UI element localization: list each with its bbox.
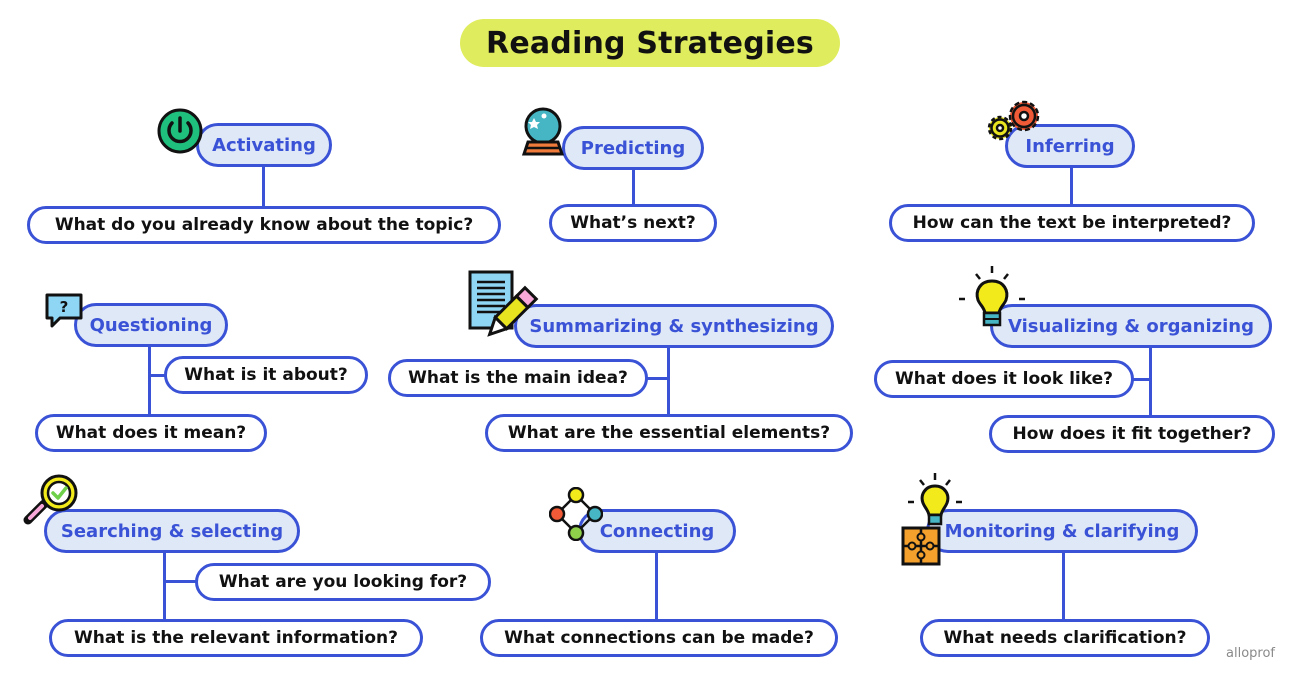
- strategy-questioning: Questioning: [74, 303, 228, 347]
- question-questioning-1: What is it about?: [164, 356, 368, 394]
- connector-line: [1131, 378, 1151, 381]
- question-summarizing-2: What are the essential elements?: [485, 414, 853, 452]
- connector-line: [148, 344, 151, 414]
- strategy-visualizing: Visualizing & organizing: [990, 304, 1272, 348]
- connector-line: [667, 345, 670, 415]
- question-searching-2: What is the relevant information?: [49, 619, 423, 657]
- connector-line: [163, 551, 166, 621]
- question-monitoring-1: What needs clarification?: [920, 619, 1210, 657]
- question-visualizing-2: How does it fit together?: [989, 415, 1275, 453]
- gears-icon: [987, 100, 1040, 141]
- connector-line: [1149, 345, 1152, 417]
- strategy-monitoring: Monitoring & clarifying: [926, 509, 1198, 553]
- connector-line: [165, 580, 197, 583]
- question-bubble-icon: ?: [45, 293, 83, 328]
- connector-line: [646, 377, 668, 380]
- connector-line: [262, 166, 265, 208]
- strategy-inferring: Inferring: [1005, 124, 1135, 168]
- question-connecting-1: What connections can be made?: [480, 619, 838, 657]
- strategy-connecting: Connecting: [578, 509, 736, 553]
- connector-line: [1062, 551, 1065, 621]
- connector-line: [655, 551, 658, 621]
- question-activating-1: What do you already know about the topic…: [27, 206, 501, 244]
- document-pencil-icon: [468, 270, 539, 337]
- connector-line: [632, 168, 635, 206]
- strategy-predicting: Predicting: [562, 126, 704, 170]
- question-visualizing-1: What does it look like?: [874, 360, 1134, 398]
- question-questioning-2: What does it mean?: [35, 414, 267, 452]
- strategy-summarizing: Summarizing & synthesizing: [514, 304, 834, 348]
- svg-text:?: ?: [60, 298, 69, 316]
- crystal-ball-icon: [521, 107, 565, 156]
- question-predicting-1: What’s next?: [549, 204, 717, 242]
- lightbulb-icon: [959, 266, 1025, 327]
- brand-logo: alloprof: [1226, 646, 1275, 661]
- question-summarizing-1: What is the main idea?: [388, 359, 648, 397]
- connected-nodes-icon: [549, 487, 603, 541]
- power-icon: [157, 108, 203, 154]
- lightbulb-puzzle-icon: [901, 473, 962, 566]
- question-searching-1: What are you looking for?: [195, 563, 491, 601]
- page-title: Reading Strategies: [460, 19, 840, 67]
- strategy-searching: Searching & selecting: [44, 509, 300, 553]
- connector-line: [150, 374, 166, 377]
- magnifier-check-icon: [23, 474, 78, 525]
- connector-line: [1070, 166, 1073, 206]
- strategy-activating: Activating: [196, 123, 332, 167]
- question-inferring-1: How can the text be interpreted?: [889, 204, 1255, 242]
